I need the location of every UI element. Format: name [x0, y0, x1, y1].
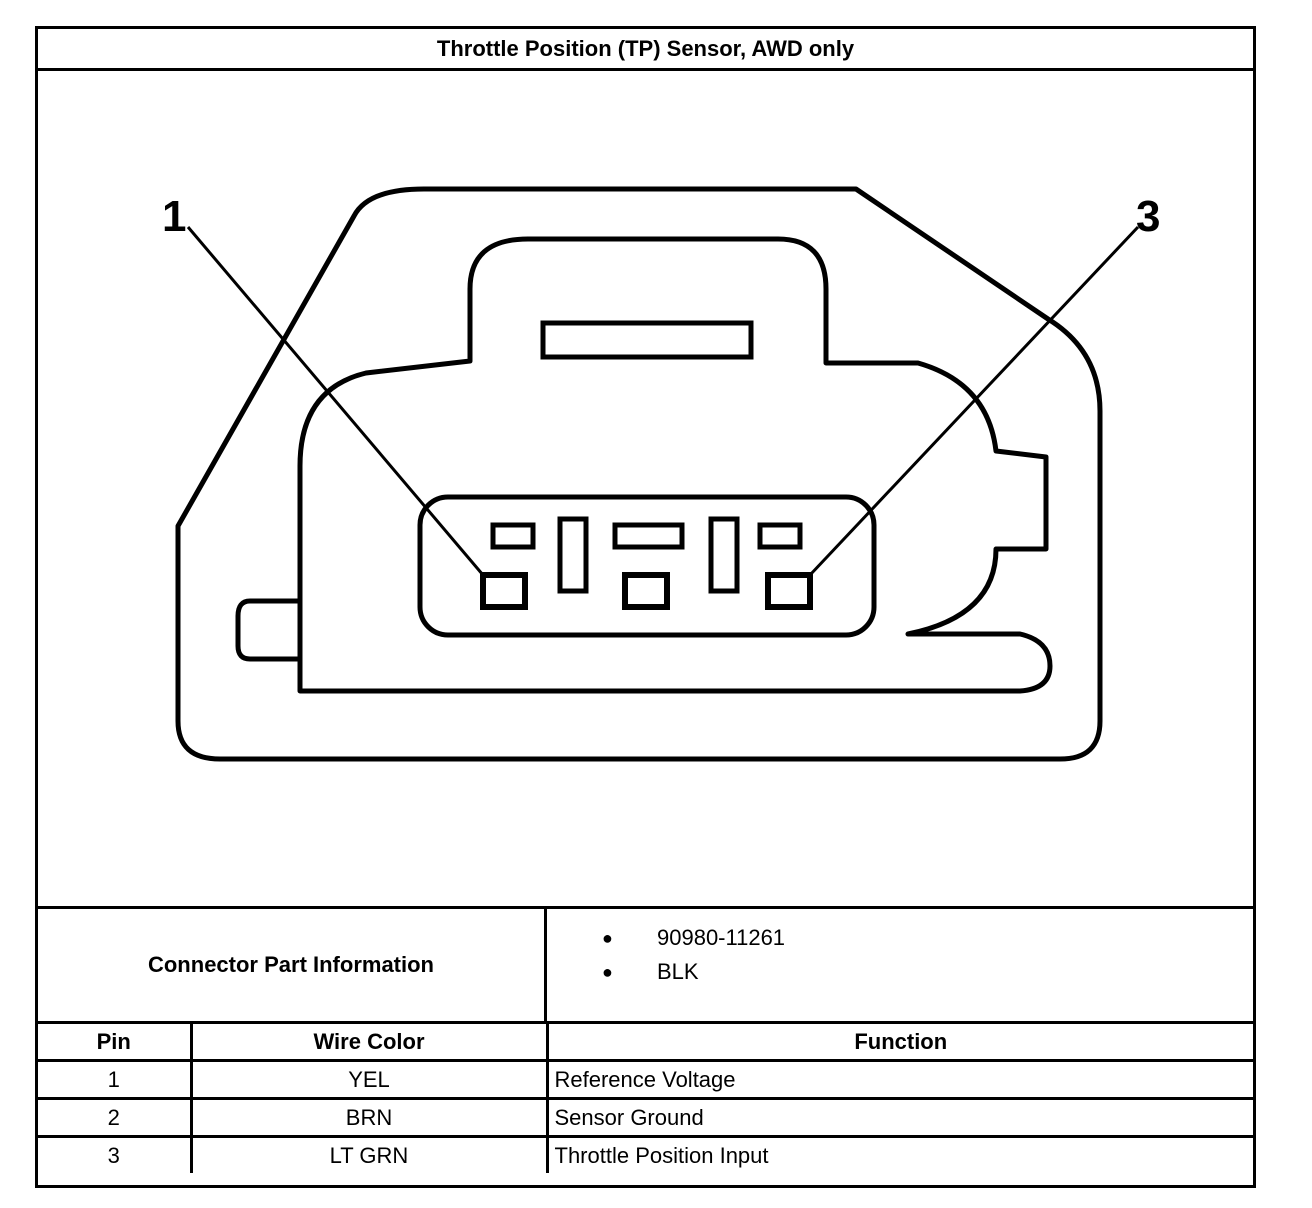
connector-part-info-label: Connector Part Information: [38, 909, 547, 1021]
wire-color-cell: LT GRN: [189, 1135, 549, 1173]
latch-slot: [540, 320, 754, 360]
page-title: Throttle Position (TP) Sensor, AWD only: [38, 29, 1253, 71]
wire-color-cell: YEL: [189, 1059, 549, 1100]
pin-cell: 2: [38, 1097, 193, 1138]
header-wire-color: Wire Color: [189, 1024, 549, 1062]
table-row: 3 LT GRN Throttle Position Input: [38, 1135, 1253, 1173]
function-cell: Sensor Ground: [545, 1097, 1253, 1138]
pin-1-terminal: [480, 572, 528, 610]
wire-color-cell: BRN: [189, 1097, 549, 1138]
header-function: Function: [545, 1024, 1253, 1062]
pin-3-callout: 3: [1136, 192, 1160, 241]
connector-color: BLK: [657, 959, 699, 984]
table-row: 1 YEL Reference Voltage: [38, 1059, 1253, 1100]
pin-3-leader-line: [808, 225, 1140, 577]
connector-document: Throttle Position (TP) Sensor, AWD only: [35, 26, 1256, 1188]
pin-2-terminal: [622, 572, 670, 610]
connector-inner-shroud: [297, 236, 1053, 694]
connector-housing-outline: [175, 186, 1103, 762]
pin-3-terminal: [765, 572, 813, 610]
list-item: ● 90980-11261: [602, 921, 1253, 955]
header-pin: Pin: [38, 1024, 193, 1062]
bullet-icon: ●: [602, 961, 613, 982]
keying-slot: [708, 516, 740, 594]
table-row: 2 BRN Sensor Ground: [38, 1097, 1253, 1138]
connector-face-drawing: 1 3: [162, 186, 1160, 762]
connector-diagram: 1 3: [38, 71, 1253, 906]
pin-1-leader-line: [186, 226, 485, 576]
terminal-cavity: [417, 494, 877, 638]
bullet-icon: ●: [602, 927, 613, 948]
keying-slot: [557, 516, 589, 594]
connector-part-info-list: ● 90980-11261 ● BLK: [547, 909, 1253, 1021]
function-cell: Throttle Position Input: [545, 1135, 1253, 1173]
connector-key-tab: [235, 598, 300, 662]
part-number: 90980-11261: [657, 925, 786, 950]
list-item: ● BLK: [602, 955, 1253, 989]
keying-slot: [612, 522, 685, 550]
function-cell: Reference Voltage: [545, 1059, 1253, 1100]
pin-table: Pin Wire Color Function 1 YEL Reference …: [38, 1024, 1253, 1173]
pin-1-callout: 1: [162, 192, 186, 241]
keying-slot: [757, 522, 803, 550]
table-header-row: Pin Wire Color Function: [38, 1024, 1253, 1062]
connector-part-info: Connector Part Information ● 90980-11261…: [38, 906, 1253, 1024]
pin-cell: 3: [38, 1135, 193, 1173]
pin-cell: 1: [38, 1059, 193, 1100]
keying-slot: [490, 522, 536, 550]
